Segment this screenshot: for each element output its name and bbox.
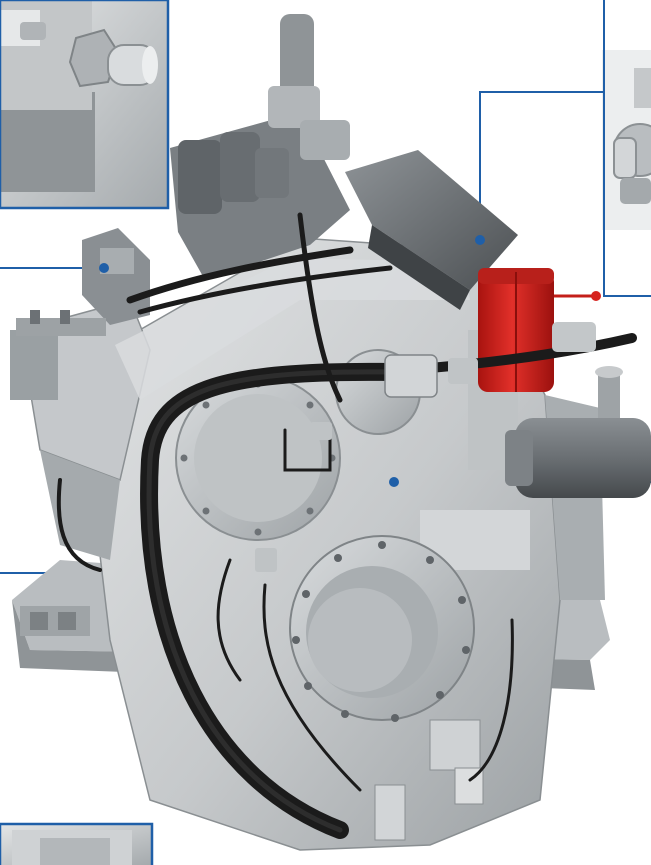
callout-dot-icon (591, 291, 601, 301)
fitting-closeup-icon (613, 68, 651, 204)
fitting-closeup-icon (68, 28, 158, 88)
callout-dot-icon (475, 235, 485, 245)
inset-top-left (0, 0, 170, 210)
casing-closeup-icon (12, 830, 132, 865)
inset-top-right (602, 50, 651, 230)
hydraulic-hoses (56, 212, 637, 839)
pipe-fittings (255, 322, 596, 572)
callout-dot-icon (389, 477, 399, 487)
left-manifold (16, 228, 150, 336)
lower-output-cover (289, 535, 475, 722)
callout-markers (99, 235, 601, 487)
side-pump-motor (505, 366, 651, 498)
upper-cooler-housing (345, 150, 518, 310)
callout-dot-icon (99, 263, 109, 273)
inset-bottom-left (0, 822, 154, 865)
